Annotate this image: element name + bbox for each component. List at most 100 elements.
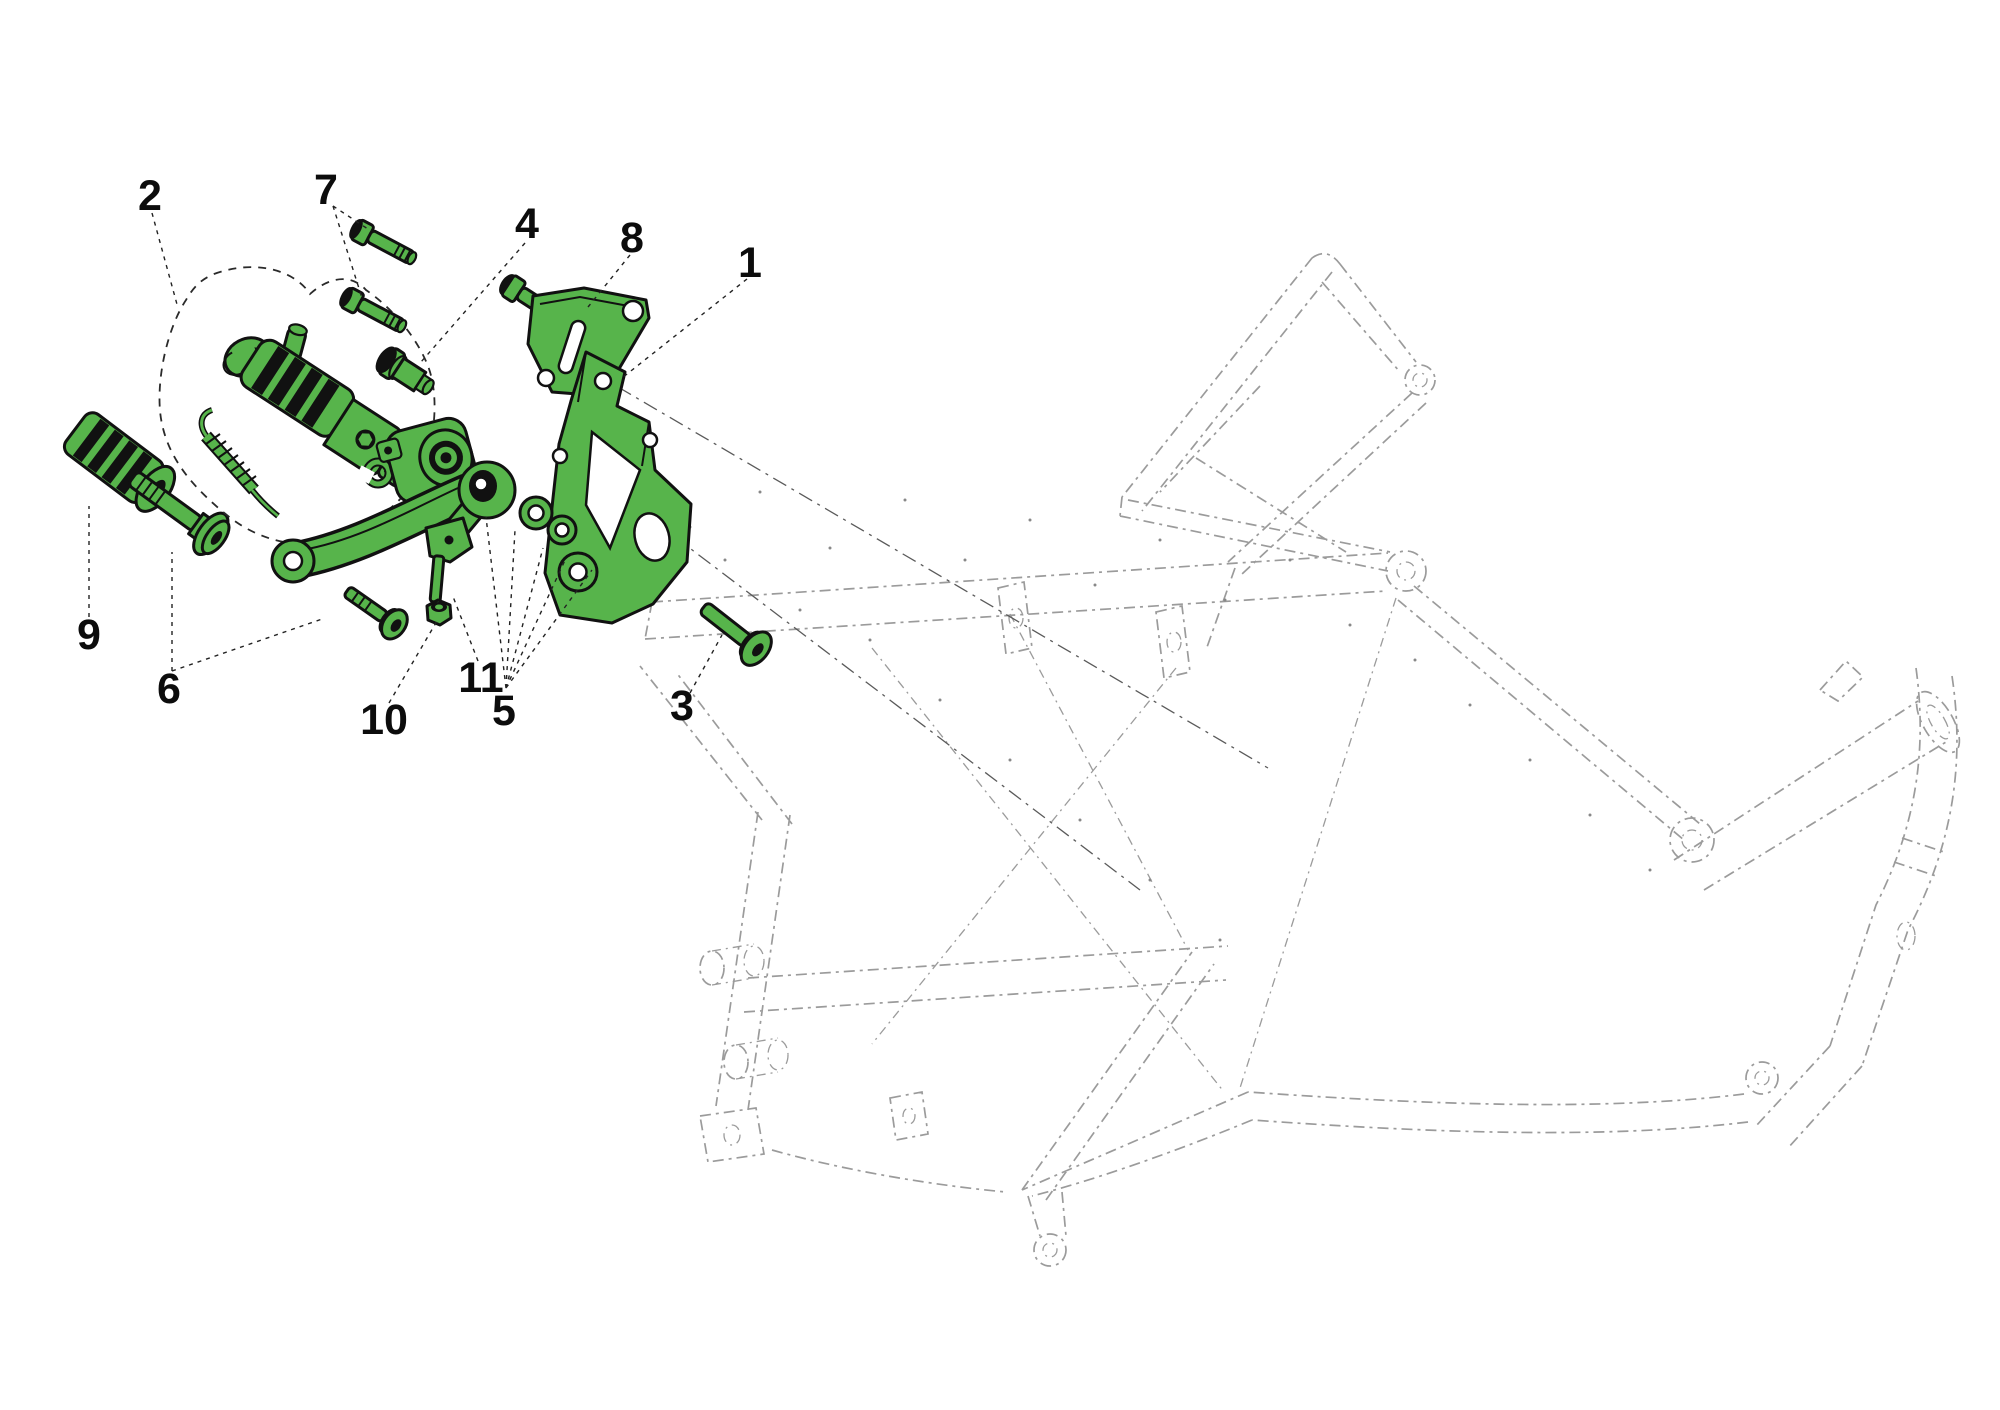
callout-9: 9 (77, 611, 101, 659)
guard-plate-edge (539, 295, 635, 308)
callout-8: 8 (620, 214, 644, 262)
lever-stud (428, 554, 446, 604)
frame-swingarm-tube-end (1915, 690, 1961, 754)
frame-rear-tubes (1021, 585, 1958, 1237)
screw-tip (396, 319, 408, 334)
frame-footrest-mount-tabs (997, 580, 1191, 680)
bracket-hole-top (593, 371, 613, 391)
part-gearshift-lever (270, 460, 578, 627)
part-mounting-screw (699, 602, 773, 667)
mounting-centerline-lower (578, 463, 1141, 891)
callout-3: 3 (670, 682, 694, 730)
cap-edge (222, 351, 244, 376)
screw-socket (752, 643, 764, 657)
callout-4: 4 (515, 200, 539, 248)
part-bracket-screw-1 (349, 218, 418, 266)
part-bracket-screw-2 (339, 286, 408, 334)
bracket-pivot-bore (568, 562, 588, 582)
callout-10: 10 (360, 696, 408, 744)
bracket-hole-left (551, 447, 569, 465)
frame-boss-hole (1681, 829, 1703, 851)
frame-boss (1033, 1233, 1067, 1267)
frame-main-spar (644, 552, 1389, 640)
screw-threads (135, 476, 167, 506)
screw-threads (350, 591, 373, 612)
frame-trellis-diagonals (871, 597, 1397, 1093)
housing-tab-hole (384, 446, 393, 455)
lever-pivot-bore-center (474, 477, 488, 491)
callout-6: 6 (157, 665, 181, 713)
frame-boss-hole (1412, 372, 1428, 388)
part-pivot-screw-long (128, 471, 231, 556)
screw-threads (382, 311, 402, 331)
footpeg-rib (267, 356, 306, 406)
spring-coil-turns (205, 433, 257, 487)
housing-bore (440, 452, 452, 464)
callout-5: 5 (492, 687, 516, 735)
frame-fitting (1896, 921, 1916, 951)
washer-hole (554, 522, 570, 538)
frame-lower-left-tubes (639, 665, 1229, 1193)
guard-plate-hole (621, 299, 645, 323)
lock-nut-center (435, 604, 443, 610)
frame-boss-hole (1754, 1070, 1770, 1086)
mounting-centerline-upper (617, 386, 1269, 769)
bracket-hole-right (641, 431, 659, 449)
footpeg-rib (251, 346, 290, 396)
frame-boss (1669, 817, 1715, 863)
frame-mount-hole (1166, 631, 1182, 653)
screw-threads (392, 243, 412, 263)
callout-7: 7 (314, 166, 338, 214)
lever-eye-hole (282, 550, 304, 572)
leader-11 (451, 593, 479, 662)
pin-top (288, 323, 308, 337)
footpeg-rib (301, 378, 340, 428)
circlip-opening (355, 465, 375, 484)
leader-4 (420, 242, 526, 363)
frame-mount-hole (1008, 607, 1024, 629)
frame-engine-boss-end (767, 1039, 789, 1071)
bracket-window (584, 429, 642, 551)
bushing-head (375, 346, 397, 374)
frame-boss (1745, 1061, 1779, 1095)
bracket-oval-hole (633, 512, 671, 562)
leader-10 (388, 620, 438, 704)
leader-5 (485, 516, 593, 689)
callout-leaders (88, 205, 748, 704)
callout-11: 11 (458, 654, 503, 702)
callout-2: 2 (138, 172, 162, 220)
assembly-group-outline (158, 266, 436, 545)
frame-speckles (688, 490, 1652, 942)
frame-engine-boss-body (711, 943, 755, 986)
part-pivot-screw-short (343, 586, 409, 641)
lever-ridge (301, 487, 459, 551)
bushing-tip-end (421, 378, 435, 396)
frame-boss-hole (1042, 1242, 1058, 1258)
rubber-rib (115, 451, 153, 495)
frame-boss (1404, 364, 1436, 396)
part-return-spring (198, 407, 280, 519)
screw-head-hole (210, 531, 223, 545)
screw-socket (390, 619, 402, 632)
frame-background (639, 252, 1961, 1267)
rubber-rib (101, 440, 139, 484)
leader-8 (587, 254, 631, 308)
leader-7 (332, 205, 372, 299)
screw-shaft (343, 586, 388, 623)
leader-3 (689, 634, 723, 694)
rubber-rib (87, 429, 124, 473)
frame-engine-boss-body (735, 1037, 779, 1080)
callout-labels: 1 2 3 4 5 6 7 8 9 10 11 (77, 166, 762, 744)
frame-swingarm-tube-bore (1926, 704, 1950, 740)
screw-head-top (339, 287, 353, 308)
part-circlip (355, 457, 394, 489)
frame-boss-hole (1396, 561, 1416, 581)
spring-hook (200, 408, 213, 439)
part-footrest-hanger-bracket (543, 350, 693, 625)
frame-bracket-hole (902, 1107, 916, 1125)
spring-coil-body (202, 433, 258, 493)
washer-hole (527, 504, 545, 522)
screw-head-top (349, 219, 363, 240)
